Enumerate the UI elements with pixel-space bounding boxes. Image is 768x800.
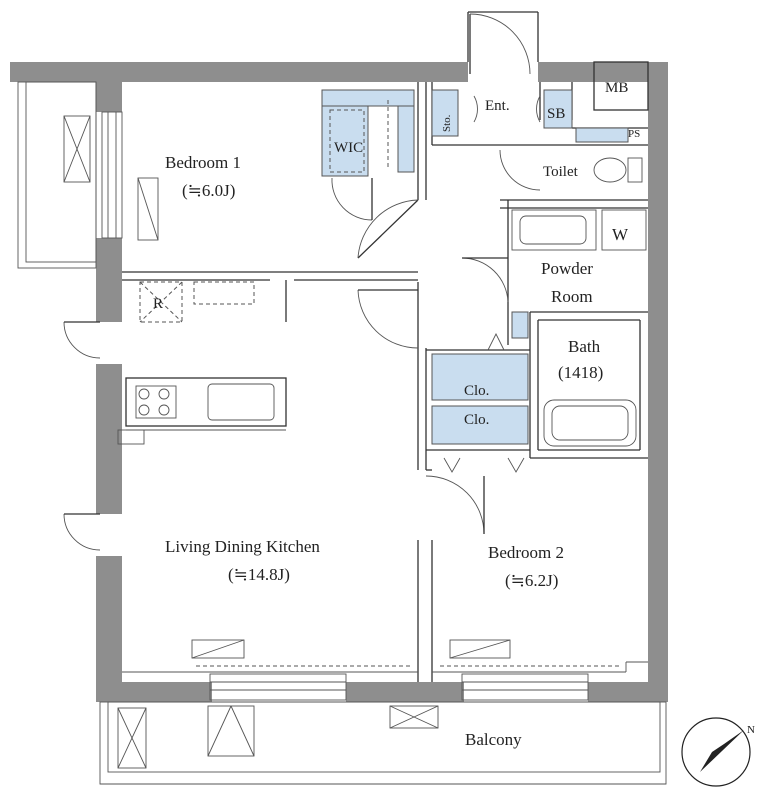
mb-label: MB <box>605 80 628 96</box>
interior-walls <box>122 61 649 682</box>
compass: N <box>681 717 755 787</box>
fixtures <box>117 100 647 659</box>
balcony-label: Balcony <box>465 730 522 749</box>
compass-label: N <box>747 724 755 736</box>
walls <box>10 62 668 702</box>
ldk-name: Living Dining Kitchen <box>165 537 320 556</box>
windows <box>101 111 620 701</box>
ps-label: PS <box>628 128 640 140</box>
bath-name: Bath <box>568 337 601 356</box>
balcony <box>17 81 667 785</box>
room-labels: Bedroom 1 (≒6.0J) WIC Sto. Ent. SB MB PS… <box>153 80 640 749</box>
closet1-label: Clo. <box>464 383 489 399</box>
bedroom1-name: Bedroom 1 <box>165 153 241 172</box>
doors <box>63 11 541 551</box>
sb-label: SB <box>547 106 565 122</box>
refrigerator-label: R <box>153 296 163 312</box>
bedroom2-size: (≒6.2J) <box>505 571 558 590</box>
wic-label: WIC <box>334 140 363 156</box>
closet2-label: Clo. <box>464 412 489 428</box>
ldk-size: (≒14.8J) <box>228 565 290 584</box>
powder-room-label-line2: Room <box>551 287 593 306</box>
compass-needle-icon <box>700 730 744 772</box>
bedroom2-name: Bedroom 2 <box>488 543 564 562</box>
bedroom1-size: (≒6.0J) <box>182 181 235 200</box>
toilet-label: Toilet <box>543 164 579 180</box>
bath-size: (1418) <box>558 363 603 382</box>
entrance-label: Ent. <box>485 98 510 114</box>
sto-label: Sto. <box>441 114 453 132</box>
closets <box>321 89 629 445</box>
powder-room-label-line1: Powder <box>541 259 593 278</box>
washer-label: W <box>612 225 629 244</box>
